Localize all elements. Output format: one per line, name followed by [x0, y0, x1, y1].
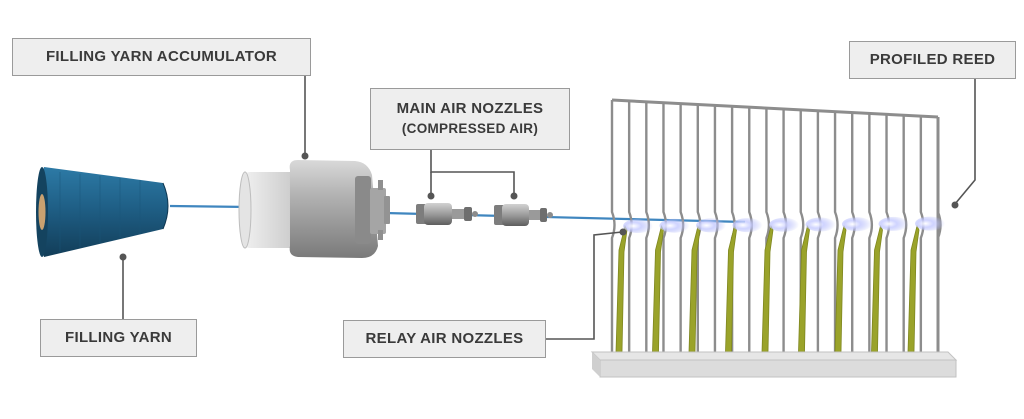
accumulator-label-text: FILLING YARN ACCUMULATOR	[45, 48, 278, 65]
filling-yarn-thread	[169, 204, 251, 209]
relay-air-nozzle	[615, 224, 628, 353]
relay-air-nozzle	[652, 224, 664, 353]
air-jet-puff	[878, 216, 909, 231]
reed-dent	[851, 112, 856, 352]
filling-yarn-accumulator-label: FILLING YARN ACCUMULATOR	[12, 38, 311, 76]
filling-yarn-label-text: FILLING YARN	[65, 329, 172, 346]
relay-air-nozzle	[871, 224, 883, 353]
reed-label-text: PROFILED REED	[869, 51, 996, 68]
reed-dent	[765, 108, 771, 352]
air-jet-puff	[659, 218, 690, 233]
relay-air-nozzle	[725, 224, 737, 353]
relay-air-nozzle	[761, 224, 774, 353]
air-jet-puff	[842, 217, 872, 232]
filling-yarn-package	[36, 167, 169, 257]
leader-lines	[122, 76, 976, 340]
relay-air-nozzles	[615, 224, 920, 353]
reed-dent	[885, 114, 891, 352]
air-jet-puff	[623, 219, 653, 233]
relay-air-nozzle	[907, 224, 920, 353]
main-nozzles-sublabel-text: (COMPRESSED AIR)	[401, 121, 539, 136]
relay-air-nozzles-label: RELAY AIR NOZZLES	[343, 320, 546, 358]
main-air-nozzles-label: MAIN AIR NOZZLES (COMPRESSED AIR)	[370, 88, 570, 150]
reed-base	[590, 351, 958, 378]
air-jet-puff	[805, 217, 836, 232]
reed-dent	[868, 113, 874, 352]
air-jet-puff	[915, 216, 945, 231]
air-jets	[623, 216, 945, 233]
reed-dent	[610, 100, 616, 352]
filling-yarn-label: FILLING YARN	[40, 319, 197, 357]
air-jet-puff	[696, 218, 726, 233]
reed-dent	[799, 109, 805, 352]
main-air-nozzle-1	[416, 203, 478, 225]
relay-air-nozzle	[834, 224, 847, 353]
reed-dent	[902, 115, 908, 352]
main-air-nozzle-2	[494, 204, 553, 226]
air-jet-puff	[732, 218, 763, 233]
relay-label-text: RELAY AIR NOZZLES	[365, 330, 524, 347]
reed-dent	[919, 116, 925, 352]
reed-dent	[833, 111, 839, 352]
profiled-reed-label: PROFILED REED	[849, 41, 1016, 79]
air-jet-puff	[769, 217, 799, 232]
main-nozzles-label-text: MAIN AIR NOZZLES	[396, 100, 544, 117]
leader-dots	[119, 152, 959, 261]
filling-yarn-accumulator	[238, 160, 390, 258]
